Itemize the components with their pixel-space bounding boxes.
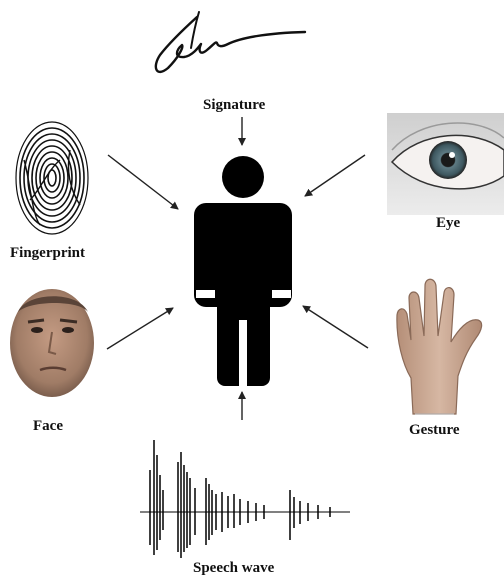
fingerprint-icon [16, 122, 88, 234]
eye-label: Eye [436, 216, 460, 231]
gesture-label: Gesture [409, 423, 460, 438]
hand-icon [397, 279, 482, 414]
arrow-fingerprint [108, 155, 178, 209]
signature-icon [156, 12, 305, 72]
arrow-gesture [303, 306, 368, 348]
face-label: Face [33, 419, 63, 434]
fingerprint-label: Fingerprint [10, 246, 85, 261]
arrow-face [107, 308, 173, 349]
waveform-icon [140, 440, 350, 558]
speech-wave-label: Speech wave [193, 561, 274, 576]
face-icon [10, 289, 94, 397]
eye-icon [387, 113, 504, 215]
arrow-eye [305, 155, 365, 196]
person-icon [194, 156, 292, 386]
signature-label: Signature [203, 98, 265, 113]
